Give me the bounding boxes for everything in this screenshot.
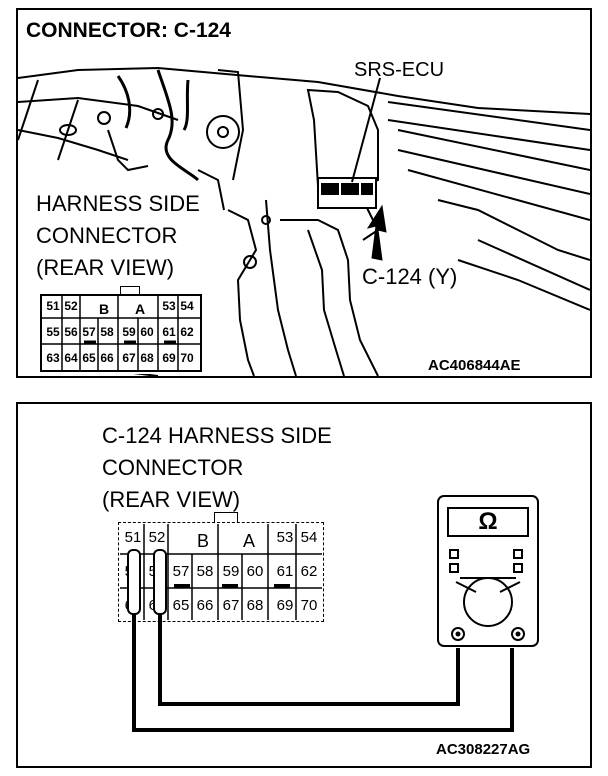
- pin-52: 52: [148, 529, 166, 546]
- probe-pin-52: [153, 549, 167, 615]
- connector-face-bottom: 51 52 B A 53 54 55 56 57 58 59 60 61 62 …: [118, 512, 328, 624]
- pin-54: 54: [300, 529, 318, 546]
- vehicle-location-panel: CONNECTOR: C-124 SRS-ECU HARNESS SIDE CO…: [16, 8, 592, 378]
- pin-68: 68: [140, 351, 154, 365]
- test-leads: [127, 549, 514, 732]
- pin-69: 69: [276, 597, 294, 614]
- pin-62: 62: [300, 563, 318, 580]
- pin-63: 63: [46, 351, 60, 365]
- pin-65: 65: [172, 597, 190, 614]
- pin-67: 67: [222, 597, 240, 614]
- harness-label-line-1: HARNESS SIDE: [36, 191, 200, 216]
- pin-51: 51: [46, 299, 60, 313]
- lead-to-terminal-2: [132, 614, 514, 732]
- ohmmeter-body: [437, 495, 539, 647]
- pin-block-b: B: [98, 301, 110, 317]
- pin-53: 53: [162, 299, 176, 313]
- pin-60: 60: [140, 325, 154, 339]
- ohmmeter: Ω: [436, 494, 540, 650]
- pin-55: 55: [46, 325, 60, 339]
- bottom-harness-line-2: CONNECTOR: [102, 455, 244, 480]
- pin-60: 60: [246, 563, 264, 580]
- pin-block-a: A: [134, 301, 146, 317]
- pin-block-a: A: [242, 531, 255, 551]
- pin-61: 61: [162, 325, 176, 339]
- panel-title: CONNECTOR: C-124: [26, 19, 231, 42]
- connector-housing: [40, 294, 202, 372]
- connector-id-label: C-124 (Y): [362, 264, 458, 289]
- pin-70: 70: [180, 351, 194, 365]
- pin-65: 65: [82, 351, 96, 365]
- harness-label-line-2: CONNECTOR: [36, 223, 178, 248]
- pin-64: 64: [64, 351, 78, 365]
- connector-face-top: 51 52 B A 53 54 55 56 57 58 59 60 61 62 …: [40, 286, 202, 374]
- pin-69: 69: [162, 351, 176, 365]
- bottom-harness-line-1: C-124 HARNESS SIDE: [102, 423, 332, 448]
- ohm-symbol: Ω: [478, 508, 498, 535]
- pin-66: 66: [100, 351, 114, 365]
- pin-61: 61: [276, 563, 294, 580]
- pin-52: 52: [64, 299, 78, 313]
- pin-68: 68: [246, 597, 264, 614]
- bottom-harness-label-block: C-124 HARNESS SIDE CONNECTOR (REAR VIEW): [102, 420, 332, 516]
- pin-57: 57: [82, 325, 96, 339]
- pin-56: 56: [64, 325, 78, 339]
- srs-ecu-label: SRS-ECU: [354, 59, 445, 81]
- connector-grid-lines: [42, 296, 200, 370]
- connector-housing-bottom: [118, 522, 324, 622]
- pin-62: 62: [180, 325, 194, 339]
- pin-58: 58: [100, 325, 114, 339]
- pin-block-b: B: [196, 531, 209, 551]
- vehicle-line-art: [18, 66, 590, 376]
- pin-58: 58: [196, 563, 214, 580]
- pin-66: 66: [196, 597, 214, 614]
- pin-59: 59: [122, 325, 136, 339]
- pin-70: 70: [300, 597, 318, 614]
- pin-54: 54: [180, 299, 194, 313]
- pin-53: 53: [276, 529, 294, 546]
- pin-51: 51: [124, 529, 142, 546]
- figure-code: AC406844AE: [428, 357, 521, 374]
- pin-59: 59: [222, 563, 240, 580]
- figure-code-bottom: AC308227AG: [436, 741, 531, 758]
- pin-57: 57: [172, 563, 190, 580]
- pin-67: 67: [122, 351, 136, 365]
- harness-side-label-block: HARNESS SIDE CONNECTOR (REAR VIEW): [32, 186, 204, 286]
- harness-label-line-3: (REAR VIEW): [36, 255, 175, 280]
- lead-to-terminal-1: [158, 614, 460, 706]
- measurement-panel: C-124 HARNESS SIDE CONNECTOR (REAR VIEW)…: [16, 402, 592, 768]
- bottom-harness-line-3: (REAR VIEW): [102, 487, 241, 512]
- probe-pin-51: [127, 549, 141, 615]
